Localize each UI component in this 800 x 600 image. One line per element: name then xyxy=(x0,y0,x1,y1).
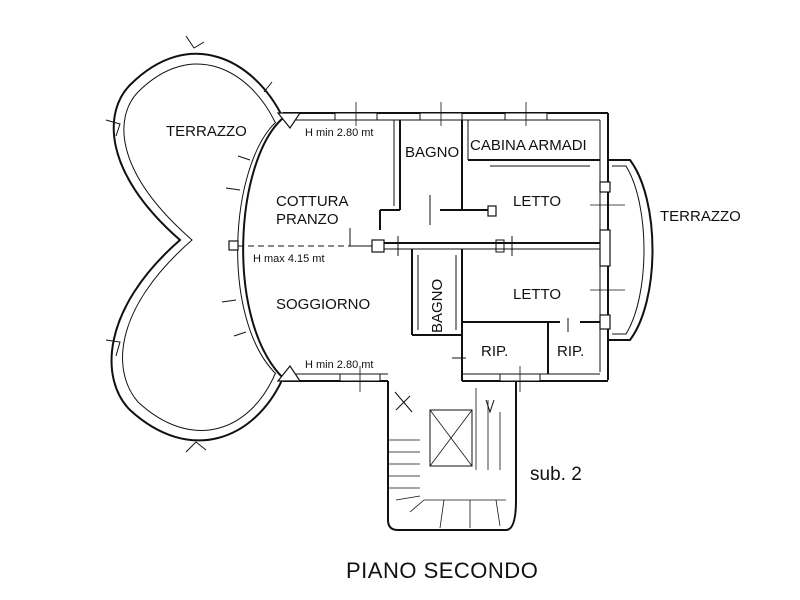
room-label-cottura: COTTURA xyxy=(276,193,349,210)
unit-label: sub. 2 xyxy=(530,464,582,485)
plan-title: PIANO SECONDO xyxy=(346,558,538,583)
room-label-bagno-top: BAGNO xyxy=(405,144,459,161)
height-note-min-top: H min 2.80 mt xyxy=(305,127,373,139)
room-label-terrazzo-left: TERRAZZO xyxy=(166,123,247,140)
room-label-soggiorno: SOGGIORNO xyxy=(276,296,370,313)
room-label-rip-right: RIP. xyxy=(557,343,584,360)
height-note-max: H max 4.15 mt xyxy=(253,253,325,265)
curved-facade xyxy=(221,117,284,379)
room-label-cabina-armadi: CABINA ARMADI xyxy=(470,137,587,154)
room-label-bagno-vertical: BAGNO xyxy=(429,279,446,333)
terrace-right-outline xyxy=(590,159,654,341)
terrace-left-outline xyxy=(105,35,284,453)
height-note-min-bottom: H min 2.80 mt xyxy=(305,359,373,371)
room-label-terrazzo-right: TERRAZZO xyxy=(660,208,741,225)
room-label-pranzo: PRANZO xyxy=(276,211,339,228)
top-windows xyxy=(334,102,548,126)
room-label-rip-left: RIP. xyxy=(481,343,508,360)
room-label-letto-top: LETTO xyxy=(513,193,561,210)
interior-walls xyxy=(238,120,600,381)
room-label-letto-bottom: LETTO xyxy=(513,286,561,303)
stair-core xyxy=(387,381,517,531)
bottom-windows xyxy=(339,366,541,392)
